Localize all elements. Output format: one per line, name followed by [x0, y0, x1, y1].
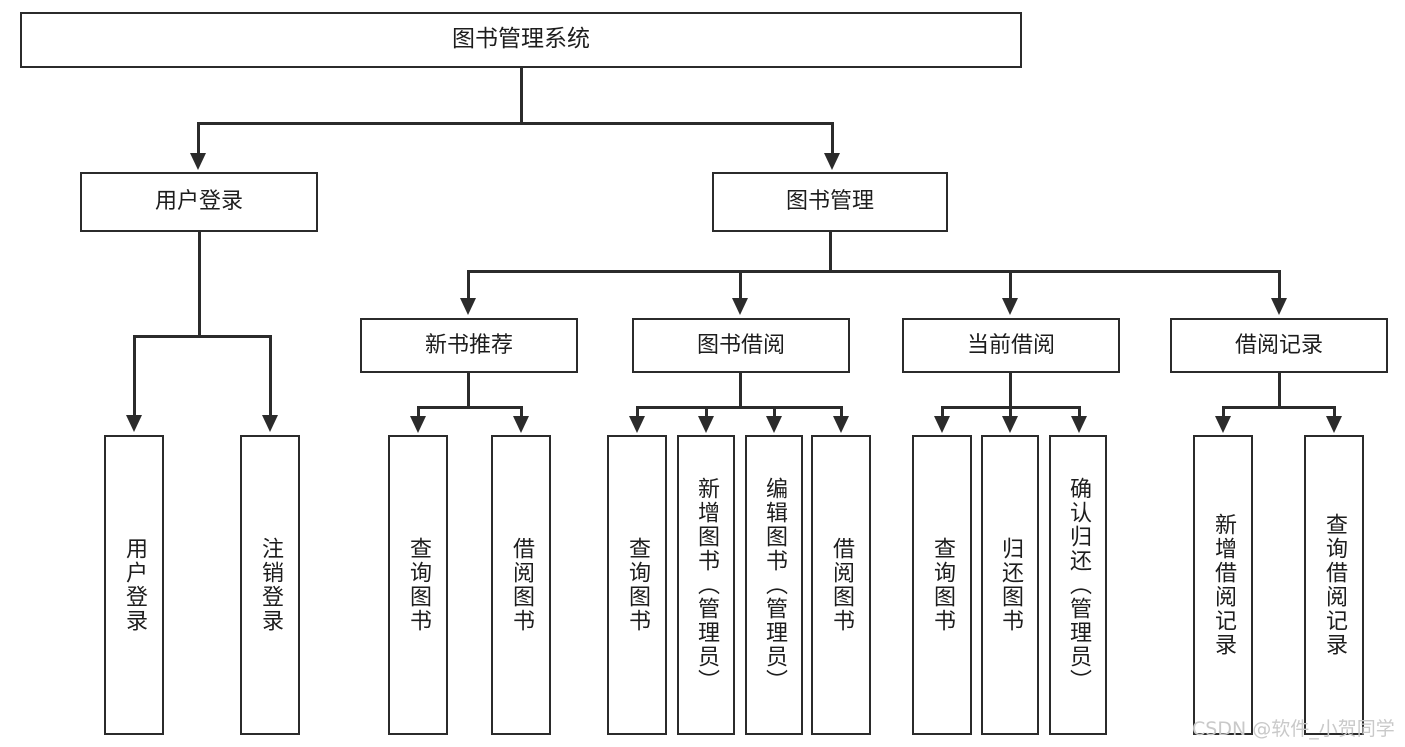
leaf-new-book-1[interactable]: 借阅图书: [491, 435, 551, 735]
edge-new-book-bus: [417, 406, 523, 409]
arrow-user-login-to-leaf-1: [262, 415, 278, 432]
edge-root-to-user-login: [197, 122, 200, 155]
node-root-system[interactable]: 图书管理系统: [20, 12, 1022, 68]
arrow-book-mgmt-to-l2-3: [1271, 298, 1287, 315]
edge-new-book-to-leaf-0: [417, 406, 420, 418]
edge-book-borrow-to-leaf-1: [705, 406, 708, 418]
arrow-book-borrow-to-leaf-0: [629, 416, 645, 433]
edge-new-book-stem: [467, 373, 470, 408]
arrow-borrow-records-to-leaf-0: [1215, 416, 1231, 433]
arrow-book-mgmt-to-l2-0: [460, 298, 476, 315]
node-current-borrow[interactable]: 当前借阅: [902, 318, 1120, 373]
leaf-user-login-0[interactable]: 用户登录: [104, 435, 164, 735]
edge-borrow-records-bus: [1222, 406, 1336, 409]
node-user-login[interactable]: 用户登录: [80, 172, 318, 232]
leaf-book-borrow-3[interactable]: 借阅图书: [811, 435, 871, 735]
leaf-new-book-0[interactable]: 查询图书: [388, 435, 448, 735]
node-book-management[interactable]: 图书管理: [712, 172, 948, 232]
edge-book-borrow-to-leaf-3: [840, 406, 843, 418]
node-new-book-recommend[interactable]: 新书推荐: [360, 318, 578, 373]
arrow-user-login-to-leaf-0: [126, 415, 142, 432]
arrow-book-mgmt-to-l2-2: [1002, 298, 1018, 315]
edge-book-borrow-stem: [739, 373, 742, 408]
arrow-book-borrow-to-leaf-3: [833, 416, 849, 433]
edge-user-login-bus: [133, 335, 272, 338]
edge-current-borrow-to-leaf-2: [1078, 406, 1081, 418]
edge-root-stem: [520, 68, 523, 124]
node-book-borrow[interactable]: 图书借阅: [632, 318, 850, 373]
edge-book-mgmt-to-l2-1: [739, 270, 742, 300]
edge-book-borrow-to-leaf-2: [773, 406, 776, 418]
edge-current-borrow-stem: [1009, 373, 1012, 408]
leaf-current-borrow-0[interactable]: 查询图书: [912, 435, 972, 735]
edge-book-mgmt-to-l2-0: [467, 270, 470, 300]
arrow-new-book-to-leaf-1: [513, 416, 529, 433]
leaf-user-login-1[interactable]: 注销登录: [240, 435, 300, 735]
edge-user-login-to-leaf-0: [133, 335, 136, 417]
arrow-book-mgmt-to-l2-1: [732, 298, 748, 315]
arrow-book-borrow-to-leaf-2: [766, 416, 782, 433]
edge-current-borrow-to-leaf-0: [941, 406, 944, 418]
arrow-book-borrow-to-leaf-1: [698, 416, 714, 433]
edge-book-mgmt-bus: [467, 270, 1281, 273]
leaf-current-borrow-2[interactable]: 确认归还（管理员）: [1049, 435, 1107, 735]
edge-book-mgmt-to-l2-2: [1009, 270, 1012, 300]
edge-current-borrow-to-leaf-1: [1009, 406, 1012, 418]
node-borrow-records[interactable]: 借阅记录: [1170, 318, 1388, 373]
edge-user-login-stem: [198, 232, 201, 335]
edge-new-book-to-leaf-1: [520, 406, 523, 418]
edge-book-borrow-bus: [636, 406, 842, 409]
edge-root-to-book-mgmt: [831, 122, 834, 155]
leaf-borrow-records-1[interactable]: 查询借阅记录: [1304, 435, 1364, 735]
leaf-book-borrow-1[interactable]: 新增图书（管理员）: [677, 435, 735, 735]
edge-root-bus: [197, 122, 834, 125]
leaf-borrow-records-0[interactable]: 新增借阅记录: [1193, 435, 1253, 735]
edge-borrow-records-to-leaf-0: [1222, 406, 1225, 418]
edge-book-mgmt-to-l2-3: [1278, 270, 1281, 300]
edge-borrow-records-stem: [1278, 373, 1281, 408]
leaf-book-borrow-2[interactable]: 编辑图书（管理员）: [745, 435, 803, 735]
edge-book-mgmt-stem: [829, 232, 832, 272]
leaf-book-borrow-0[interactable]: 查询图书: [607, 435, 667, 735]
arrow-root-to-user-login: [190, 153, 206, 170]
arrow-current-borrow-to-leaf-2: [1071, 416, 1087, 433]
edge-book-borrow-to-leaf-0: [636, 406, 639, 418]
edge-borrow-records-to-leaf-1: [1333, 406, 1336, 418]
leaf-current-borrow-1[interactable]: 归还图书: [981, 435, 1039, 735]
arrow-new-book-to-leaf-0: [410, 416, 426, 433]
arrow-current-borrow-to-leaf-0: [934, 416, 950, 433]
edge-user-login-to-leaf-1: [269, 335, 272, 417]
arrow-borrow-records-to-leaf-1: [1326, 416, 1342, 433]
arrow-current-borrow-to-leaf-1: [1002, 416, 1018, 433]
arrow-root-to-book-mgmt: [824, 153, 840, 170]
